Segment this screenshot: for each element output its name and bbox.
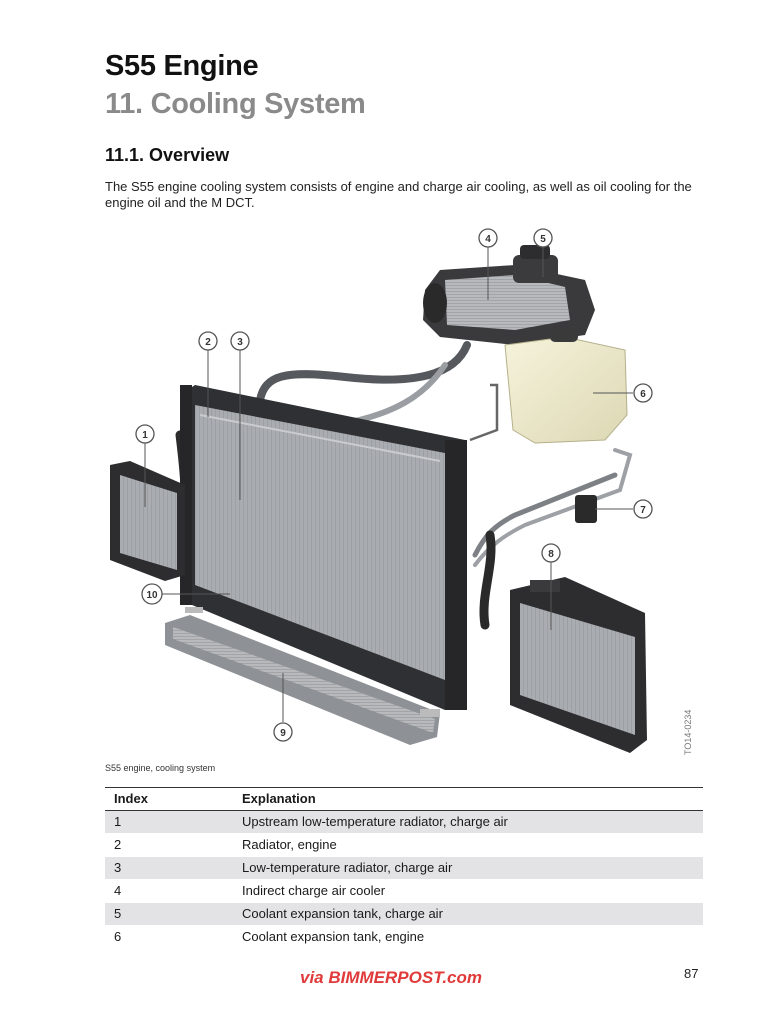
intro-paragraph: The S55 engine cooling system consists o… bbox=[105, 179, 692, 210]
callout-2: 2 bbox=[198, 331, 218, 351]
callout-leaders bbox=[144, 247, 633, 722]
svg-text:9: 9 bbox=[280, 728, 286, 739]
callout-9: 9 bbox=[273, 722, 293, 742]
callout-1: 1 bbox=[135, 424, 155, 444]
page-number: 87 bbox=[684, 966, 699, 981]
callout-6: 6 bbox=[633, 383, 653, 403]
section-heading: 11.1. Overview bbox=[105, 145, 230, 165]
cell-index: 5 bbox=[105, 902, 233, 926]
svg-text:6: 6 bbox=[640, 389, 646, 400]
cell-explanation: Low-temperature radiator, charge air bbox=[233, 856, 703, 880]
figure-caption: S55 engine, cooling system bbox=[105, 763, 216, 773]
svg-text:2: 2 bbox=[205, 337, 211, 348]
header-explanation: Explanation bbox=[233, 787, 703, 811]
callout-10: 10 bbox=[141, 583, 163, 605]
table-header-row: Index Explanation bbox=[105, 787, 703, 811]
charge-air-cooler-shape bbox=[423, 245, 595, 345]
oil-cooler-shape bbox=[165, 607, 440, 745]
header-index: Index bbox=[105, 787, 233, 811]
document-title: S55 Engine bbox=[105, 50, 259, 82]
svg-text:1: 1 bbox=[142, 430, 148, 441]
svg-text:7: 7 bbox=[640, 505, 646, 516]
cell-explanation: Radiator, engine bbox=[233, 833, 703, 857]
dct-cooler-bracket bbox=[575, 495, 597, 523]
callout-4: 4 bbox=[478, 228, 498, 248]
chapter-title: 11. Cooling System bbox=[105, 88, 366, 120]
svg-text:4: 4 bbox=[485, 234, 491, 245]
svg-text:10: 10 bbox=[146, 590, 158, 601]
figure-code: TO14-0234 bbox=[683, 710, 693, 755]
watermark-link[interactable]: via BIMMERPOST.com bbox=[300, 968, 482, 987]
callout-8: 8 bbox=[541, 543, 561, 563]
cell-explanation: Coolant expansion tank, charge air bbox=[233, 902, 703, 926]
cell-explanation: Upstream low-temperature radiator, charg… bbox=[233, 810, 703, 834]
svg-text:5: 5 bbox=[540, 234, 546, 245]
cell-index: 2 bbox=[105, 833, 233, 857]
right-radiator-shape bbox=[510, 577, 647, 753]
callout-3: 3 bbox=[230, 331, 250, 351]
cooling-system-illustration: 1 2 3 4 5 6 7 8 9 10 TO14-0234 bbox=[110, 228, 693, 755]
main-radiator-shape bbox=[180, 385, 467, 710]
cell-index: 3 bbox=[105, 856, 233, 880]
upstream-radiator-shape bbox=[110, 461, 185, 581]
svg-text:3: 3 bbox=[237, 337, 243, 348]
cell-index: 1 bbox=[105, 810, 233, 834]
svg-text:8: 8 bbox=[548, 549, 554, 560]
cell-explanation: Coolant expansion tank, engine bbox=[233, 925, 703, 949]
cell-index: 4 bbox=[105, 879, 233, 903]
callout-5: 5 bbox=[533, 228, 553, 248]
cell-index: 6 bbox=[105, 925, 233, 949]
expansion-tank-shape bbox=[469, 328, 628, 444]
cell-explanation: Indirect charge air cooler bbox=[233, 879, 703, 903]
callout-7: 7 bbox=[633, 499, 653, 519]
